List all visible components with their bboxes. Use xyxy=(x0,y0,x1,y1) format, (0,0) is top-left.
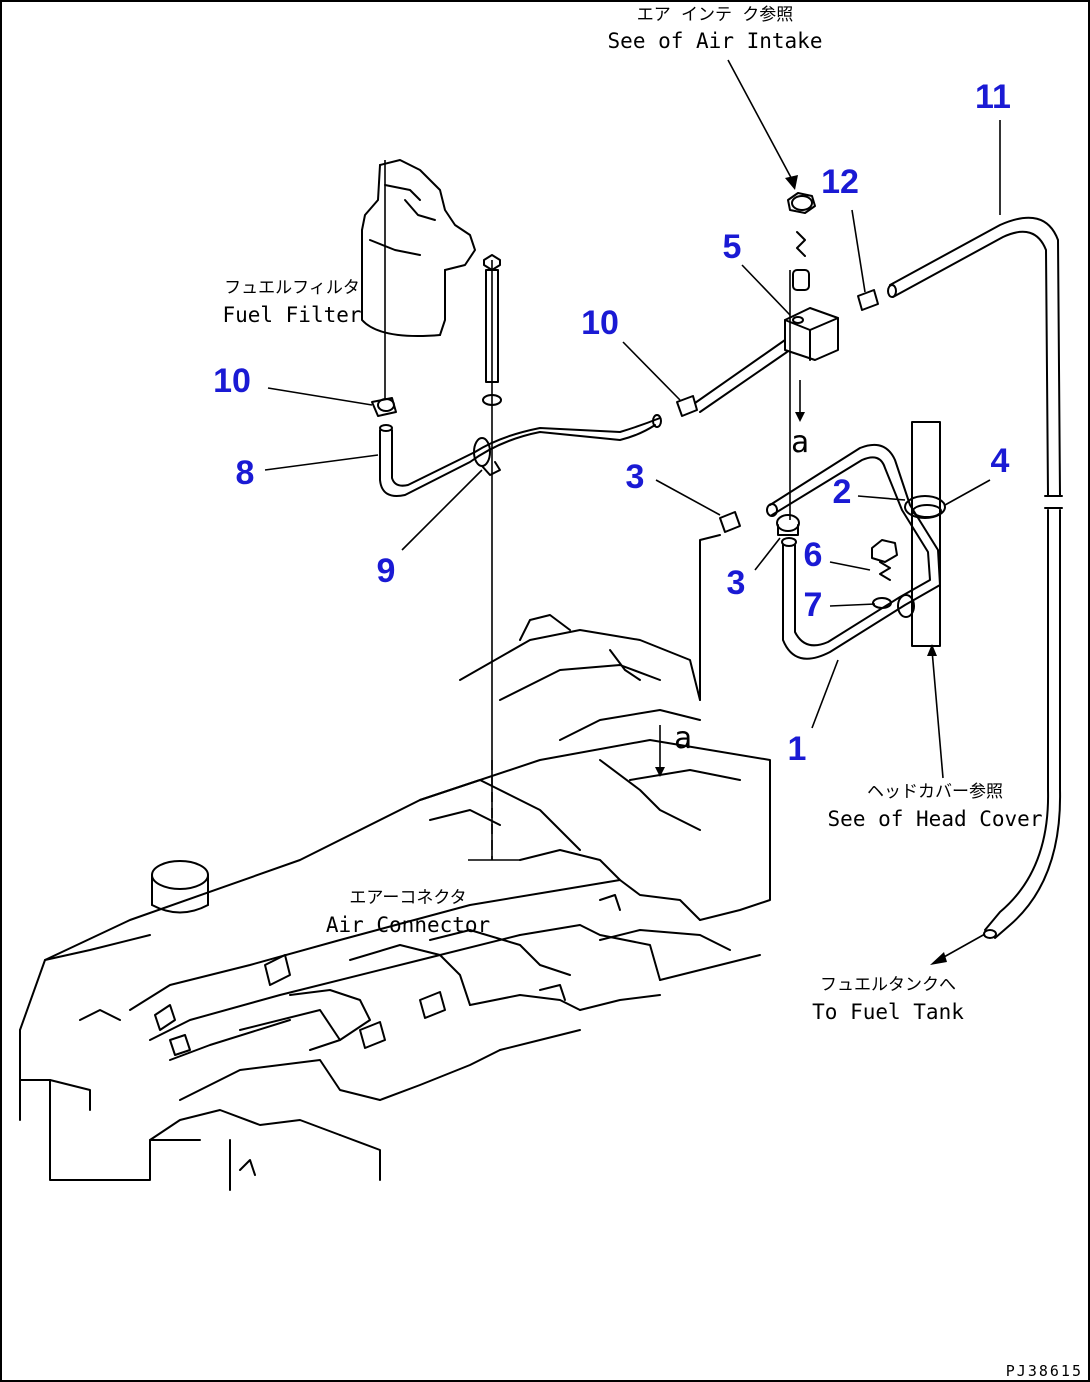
air-connector-note-jp: エアーコネクタ xyxy=(349,888,466,908)
callout-10-left: 10 xyxy=(213,362,251,400)
fuel-filter-outline xyxy=(361,159,476,337)
connector-bolt xyxy=(482,254,502,406)
callout-4: 4 xyxy=(991,442,1010,480)
air-connector-note-en: Air Connector xyxy=(326,913,490,937)
connection-mark-a-lower: a xyxy=(674,721,692,756)
callout-2: 2 xyxy=(833,473,852,511)
clip-3-lower xyxy=(776,514,800,536)
hose-clamp-12 xyxy=(857,289,879,311)
air-intake-note-en: See of Air Intake xyxy=(608,29,823,53)
head-cover-note-en: See of Head Cover xyxy=(828,807,1043,831)
leader-lines xyxy=(264,59,1001,779)
air-bleed-nut-12 xyxy=(787,192,816,291)
clip-3-upper xyxy=(719,511,741,533)
fuel-filter-note-en: Fuel Filter xyxy=(222,303,361,327)
reference-code: PJ38615 xyxy=(1006,1362,1083,1380)
junction-block-5 xyxy=(784,307,839,361)
fuel-tank-note-en: To Fuel Tank xyxy=(812,1000,964,1024)
callout-1: 1 xyxy=(788,730,807,768)
fuel-pipe-1 xyxy=(766,444,941,660)
callout-3-lower: 3 xyxy=(727,564,746,602)
connection-a-arrow-head xyxy=(795,412,805,422)
washer-7 xyxy=(872,594,915,618)
connection-a2-arrow-head xyxy=(655,767,665,777)
callout-6: 6 xyxy=(804,536,823,574)
air-intake-note-jp: エア インテ ク参照 xyxy=(637,5,793,25)
line-10-to-block xyxy=(676,339,788,417)
callout-10-middle: 10 xyxy=(581,304,619,342)
fuel-pipe-8 xyxy=(379,414,662,497)
connection-mark-a-upper: a xyxy=(791,425,809,460)
callout-12: 12 xyxy=(821,163,859,201)
intake-manifold xyxy=(459,534,741,831)
pipe-clamp-9 xyxy=(473,437,501,476)
engine-block xyxy=(19,739,771,1191)
clamp-2-4 xyxy=(904,495,946,519)
head-cover-note-jp: ヘッドカバー参照 xyxy=(867,782,1003,802)
fuel-tank-arrow-head xyxy=(930,952,947,965)
callout-11: 11 xyxy=(975,78,1011,116)
callout-3-upper: 3 xyxy=(626,458,645,496)
fuel-hose-11 xyxy=(887,216,1063,939)
callout-5: 5 xyxy=(723,228,742,266)
hose-clamp-10-left xyxy=(371,397,397,417)
fuel-filter-note-jp: フュエルフィルタ xyxy=(224,278,360,298)
fuel-tank-note-jp: フュエルタンクへ xyxy=(820,975,956,995)
callout-7: 7 xyxy=(804,586,823,624)
head-cover-rod xyxy=(911,421,941,647)
callout-9: 9 xyxy=(377,552,396,590)
callout-8: 8 xyxy=(236,454,255,492)
bolt-6 xyxy=(871,539,898,581)
